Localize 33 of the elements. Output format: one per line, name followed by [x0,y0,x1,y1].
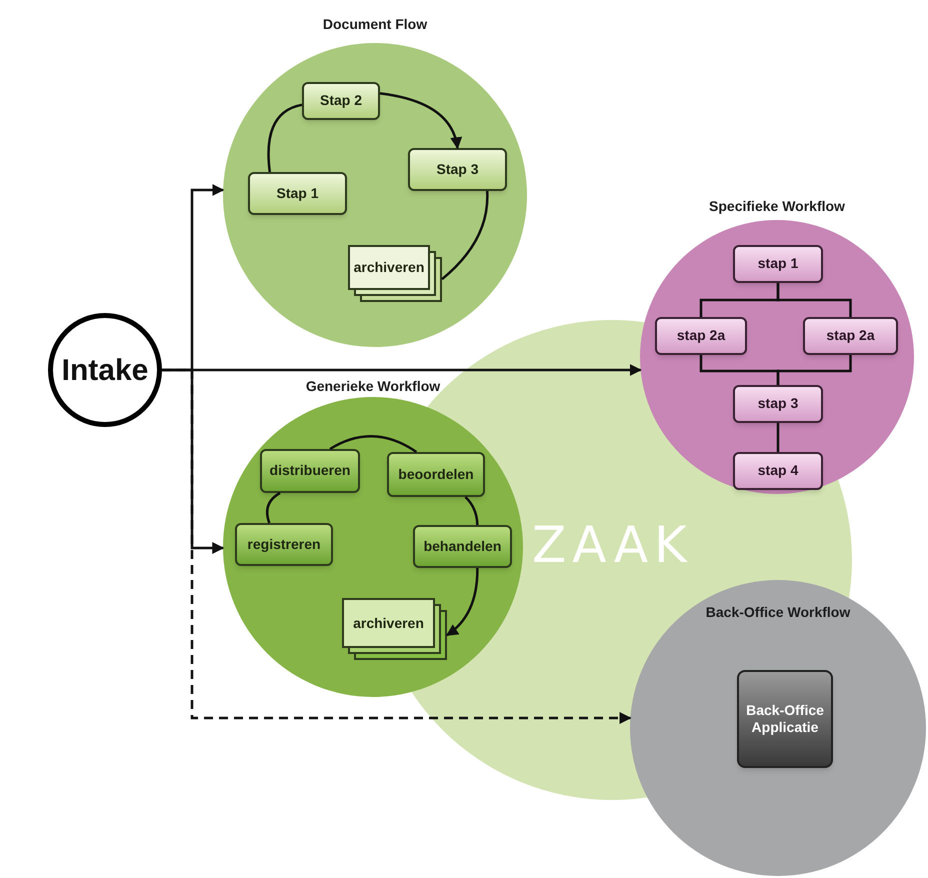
step-box: Stap 1 [248,172,347,215]
arrow [380,92,462,150]
stack-label: archiveren [354,258,424,277]
step-box: behandelen [413,525,512,568]
circle-title: Back-Office Workflow [706,603,850,622]
connector-line [776,423,780,452]
connector-line [464,496,479,526]
arrow [162,368,632,724]
step-box: Stap 2 [302,82,380,120]
connector-line [441,190,489,280]
connector-line [329,435,418,454]
circle-title: Generieke Workflow [306,377,440,396]
connector-line [776,355,852,385]
stack-label: archiveren [353,614,424,632]
circle-title: Specifieke Workflow [709,197,845,216]
step-box: stap 3 [733,385,823,423]
document-stack [342,598,447,660]
step-box: distribueren [260,449,360,493]
step-box: stap 2a [655,317,747,355]
application-box: Back-Office Applicatie [737,670,833,768]
step-box: Stap 3 [408,148,507,191]
step-box: stap 4 [733,452,823,490]
step-box: beoordelen [387,452,485,497]
area-label: ZAAK [532,520,693,570]
step-box: stap 1 [733,245,823,283]
connector-line [266,492,281,524]
document-stack [348,245,442,302]
step-box: stap 2a [803,317,898,355]
arrow [446,568,479,636]
step-box: registreren [235,523,333,566]
circle-title: Document Flow [322,15,428,34]
connector-line [776,283,852,317]
connector-line [267,104,302,172]
